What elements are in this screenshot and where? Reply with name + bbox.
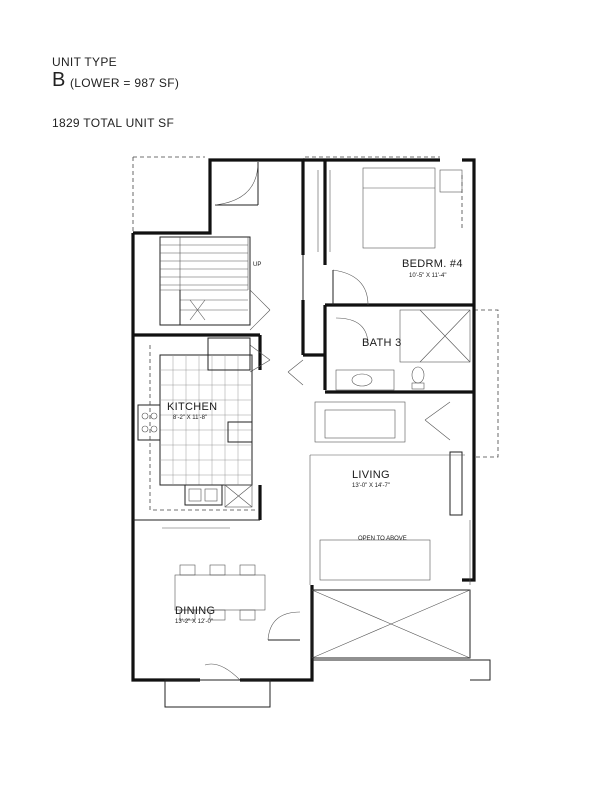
bedroom-furniture — [317, 167, 463, 306]
kitchen-dims: 8'-2" X 11'-8" — [173, 415, 207, 421]
bedroom-dims: 10'-5" X 11'-4" — [409, 273, 446, 279]
unit-type-label: UNIT TYPE — [52, 55, 117, 69]
stair — [159, 236, 251, 326]
total-unit-area: 1829 TOTAL UNIT SF — [52, 116, 175, 130]
interior-walls — [133, 160, 474, 521]
unit-letter: B — [52, 69, 66, 91]
dining-furniture — [162, 527, 301, 708]
bath-fixtures — [335, 309, 471, 391]
bath-name: BATH 3 — [362, 337, 402, 349]
entry-door — [214, 161, 259, 206]
unit-lower-area: (LOWER = 987 SF) — [70, 76, 180, 90]
open-to-above-area — [311, 589, 491, 681]
kitchen-name: KITCHEN — [167, 401, 217, 413]
bedroom-name: BEDRM. #4 — [402, 258, 463, 270]
living-dims: 13'-0" X 14'-7" — [352, 483, 390, 489]
living-name: LIVING — [352, 469, 390, 481]
closet-doors — [249, 289, 304, 386]
stair-up-label: UP — [253, 262, 261, 268]
kitchen-fixtures — [137, 337, 258, 511]
dining-dims: 13'-2" X 12'-0" — [175, 619, 213, 625]
dining-name: DINING — [175, 605, 215, 617]
living-furniture — [309, 401, 471, 585]
open-to-above-label: OPEN TO ABOVE — [358, 536, 407, 542]
